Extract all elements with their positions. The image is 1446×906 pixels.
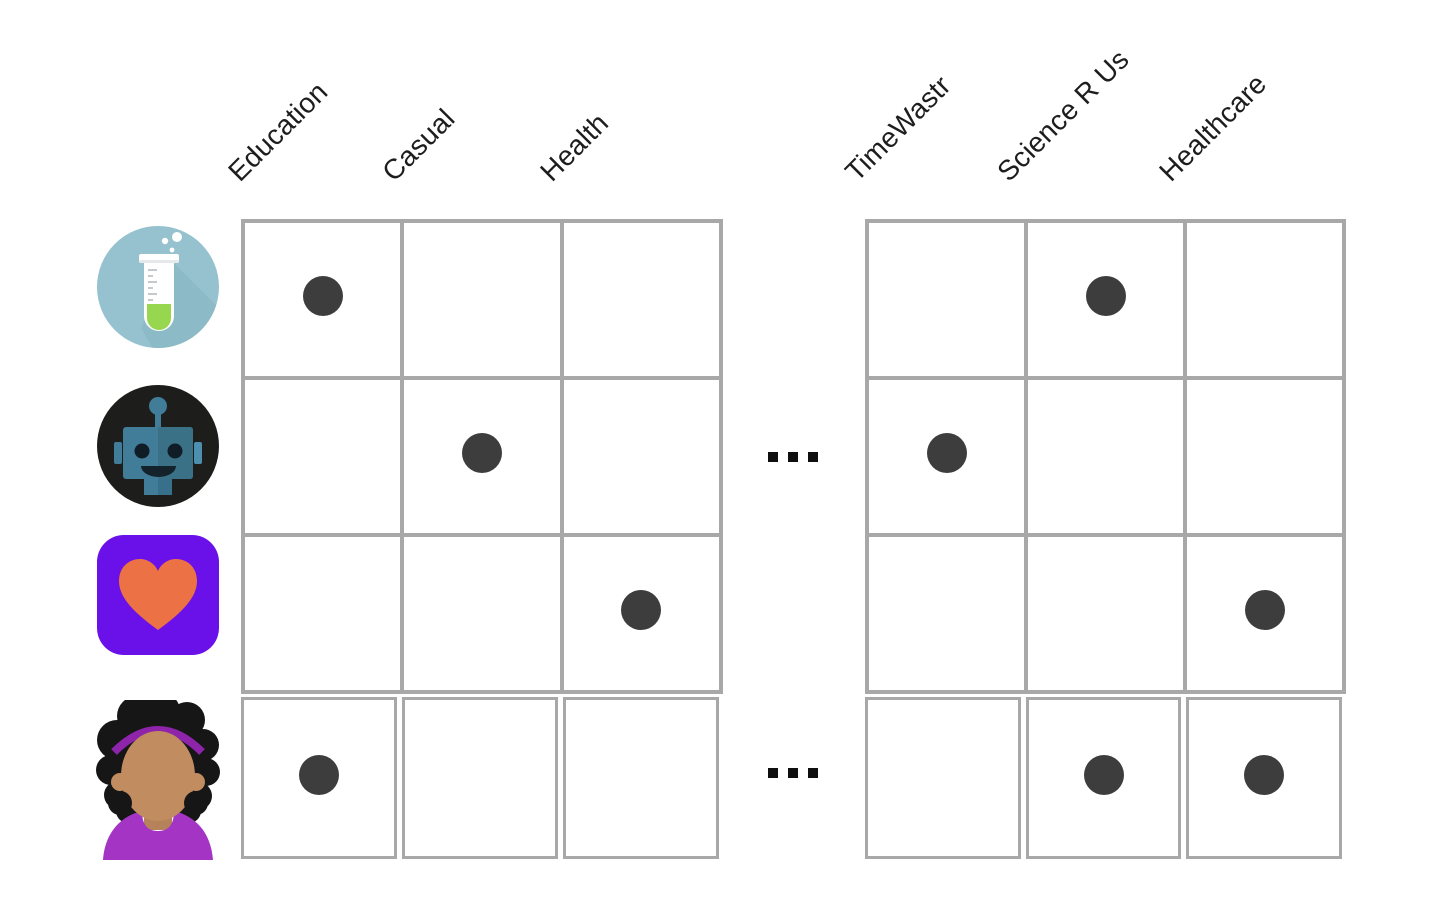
matrix-cell: [1185, 221, 1344, 378]
matrix-cell: [865, 697, 1021, 859]
matrix-cell: [402, 378, 562, 535]
column-label-education: Education: [222, 75, 334, 188]
column-label-timewastr: TimeWastr: [839, 69, 957, 188]
selection-dot: [1244, 590, 1285, 630]
matrix-cell: [1026, 378, 1185, 535]
ellipsis-dot: [808, 452, 818, 462]
heart-app-icon: [96, 535, 220, 655]
matrix-cell: [243, 535, 403, 692]
matrix-cell: [867, 378, 1026, 535]
ellipsis-middle: [768, 452, 818, 462]
selection-dot: [461, 433, 502, 473]
selection-dot: [1085, 276, 1126, 316]
matrix-cell: [402, 697, 558, 859]
matrix-grid-right: [865, 219, 1346, 694]
selection-dot: [302, 276, 343, 316]
ellipsis-dot: [808, 768, 818, 778]
selection-dot: [926, 433, 967, 473]
matrix-cell: [563, 697, 719, 859]
selection-dot: [1244, 754, 1285, 795]
matrix-cell: [867, 221, 1026, 378]
matrix-cell: [1026, 221, 1185, 378]
column-label-healthcare: Healthcare: [1153, 68, 1273, 188]
column-label-health: Health: [534, 107, 615, 188]
matrix-cell: [241, 697, 397, 859]
selection-dot: [299, 754, 339, 795]
matrix-cell: [402, 535, 562, 692]
column-label-casual: Casual: [376, 102, 461, 188]
matrix-cell: [867, 535, 1026, 692]
person-avatar-icon: [96, 700, 220, 860]
matrix-user-row-right: [865, 697, 1343, 859]
column-label-science-r-us: Science R Us: [991, 43, 1135, 188]
matrix-cell: [1025, 697, 1182, 859]
ellipsis-dot: [768, 768, 778, 778]
robot-icon: [96, 385, 220, 507]
matrix-cell: [1185, 535, 1344, 692]
matrix-cell: [1026, 535, 1185, 692]
matrix-cell: [561, 535, 721, 692]
matrix-user-row-left: [241, 697, 719, 859]
matrix-grid-left: [241, 219, 723, 694]
ellipsis-dot: [788, 768, 798, 778]
matrix-cell: [561, 221, 721, 378]
ellipsis-bottom: [768, 768, 818, 778]
matrix-cell: [561, 378, 721, 535]
matrix-cell: [1185, 378, 1344, 535]
ellipsis-dot: [768, 452, 778, 462]
selection-dot: [621, 590, 662, 630]
test-tube-icon: [96, 226, 220, 348]
selection-dot: [1083, 754, 1124, 795]
matrix-cell: [243, 378, 403, 535]
ellipsis-dot: [788, 452, 798, 462]
matrix-cell: [243, 221, 403, 378]
matrix-cell: [1186, 697, 1343, 859]
matrix-cell: [402, 221, 562, 378]
